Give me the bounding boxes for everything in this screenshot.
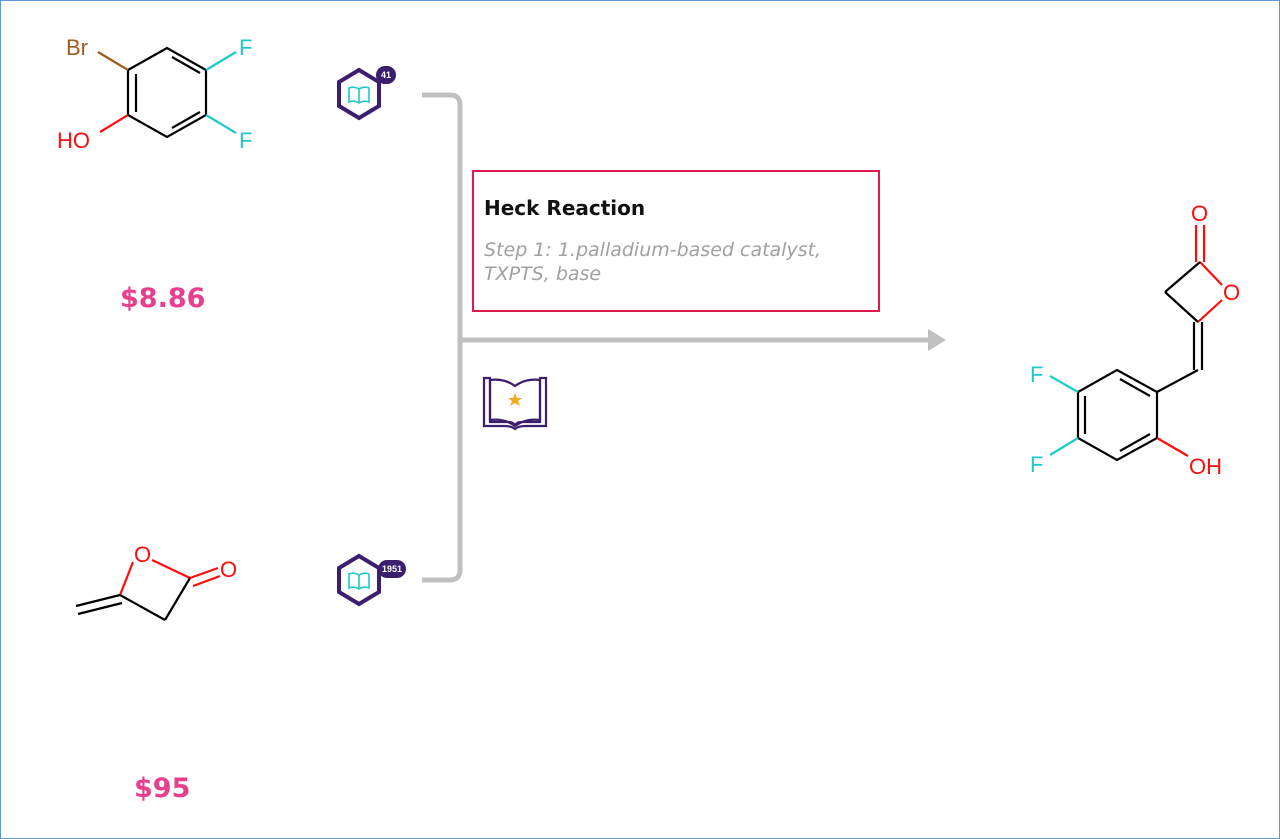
reference-hex-icon[interactable] <box>337 553 381 607</box>
literature-book-icon[interactable] <box>482 376 548 431</box>
fluorine-label: F <box>239 35 252 60</box>
reactant-2-structure <box>75 559 221 621</box>
product-structure <box>1049 225 1223 462</box>
fluorine-label: F <box>1030 452 1043 477</box>
arrow-head <box>928 329 946 351</box>
fluorine-label: F <box>1030 362 1043 387</box>
hydroxyl-label: HO <box>57 128 90 153</box>
reaction-info-box[interactable]: Heck Reaction Step 1: 1.palladium-based … <box>472 170 880 312</box>
reaction-title: Heck Reaction <box>484 196 646 220</box>
carbonyl-oxygen-label: O <box>1191 201 1208 226</box>
bromine-label: Br <box>66 35 88 60</box>
reference-count-badge: 41 <box>376 66 396 84</box>
reactant-1-structure <box>97 46 237 139</box>
reactant-bracket <box>422 92 463 583</box>
ring-oxygen-label: O <box>1223 280 1240 305</box>
reference-hex-icon[interactable] <box>337 67 381 121</box>
carbonyl-oxygen-label: O <box>220 557 237 582</box>
reaction-step: Step 1: 1.palladium-based catalyst, TXPT… <box>484 239 822 285</box>
reactant-price: $8.86 <box>120 283 206 314</box>
reactant-price: $95 <box>134 773 191 804</box>
reference-count-badge: 1951 <box>378 560 407 578</box>
hydroxyl-label: OH <box>1189 454 1222 479</box>
fluorine-label: F <box>239 128 252 153</box>
ring-oxygen-label: O <box>134 542 151 567</box>
